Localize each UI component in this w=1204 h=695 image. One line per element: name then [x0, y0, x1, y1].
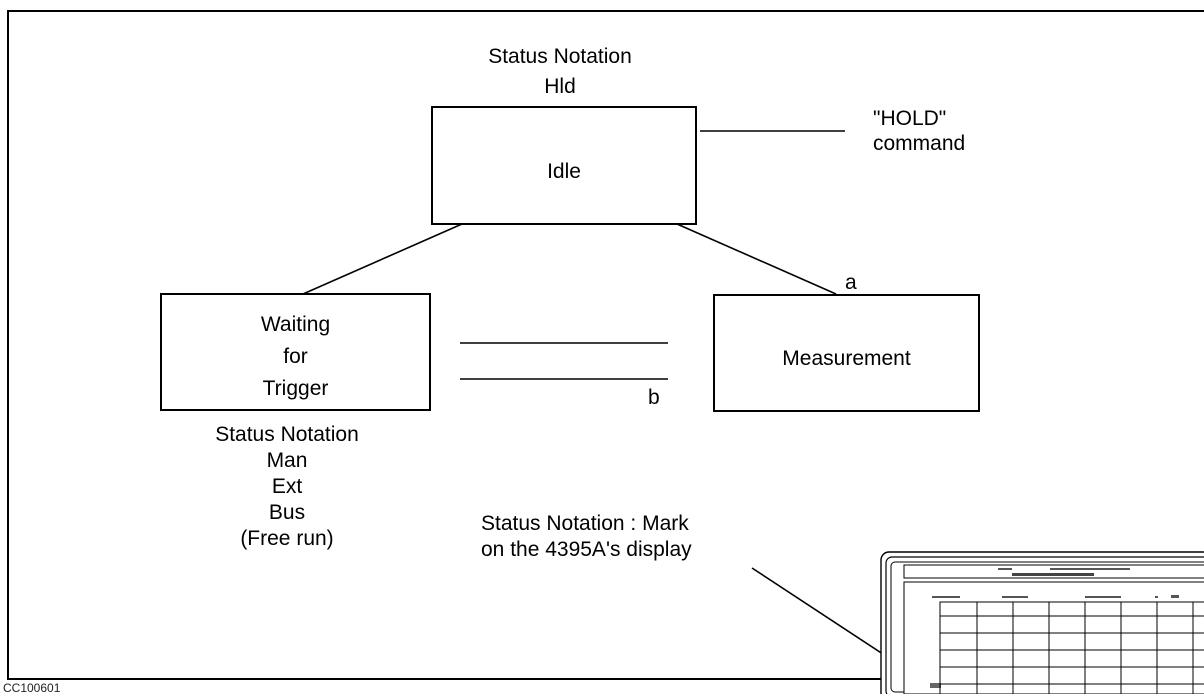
idle-status-heading: Status Notation [488, 45, 632, 68]
waiting-label-line1: Waiting [260, 313, 331, 336]
waiting-status-man: Man [266, 449, 308, 472]
display-grid [939, 601, 1204, 694]
hold-command-label-line1: "HOLD" [873, 107, 947, 130]
figure-code: CC100601 [3, 681, 61, 695]
instrument-display-illustration [880, 551, 1204, 694]
measurement-box: Measurement [713, 294, 980, 412]
connector-idle-to-waiting [302, 223, 463, 295]
waiting-status-heading: Status Notation [215, 423, 359, 446]
connector-idle-to-measurement [676, 223, 837, 295]
waiting-status-bus: Bus [268, 501, 306, 524]
waiting-status-free-run: (Free run) [240, 527, 334, 550]
transition-label-b: b [648, 386, 660, 409]
waiting-for-trigger-box: Waiting for Trigger [160, 293, 431, 411]
idle-state-box: Idle [431, 106, 697, 225]
display-note-line1: Status Notation : Mark [481, 512, 689, 535]
waiting-label-line3: Trigger [262, 377, 329, 400]
figure-frame [7, 10, 1204, 680]
idle-state-label: Idle [547, 160, 581, 183]
display-note-line2: on the 4395A's display [481, 538, 692, 561]
waiting-label-line2: for [283, 345, 308, 368]
transition-label-a: a [845, 271, 857, 294]
waiting-status-ext: Ext [271, 475, 303, 498]
idle-status-value: Hld [544, 75, 576, 98]
measurement-label: Measurement [782, 347, 911, 370]
hold-command-label-line2: command [873, 132, 966, 155]
